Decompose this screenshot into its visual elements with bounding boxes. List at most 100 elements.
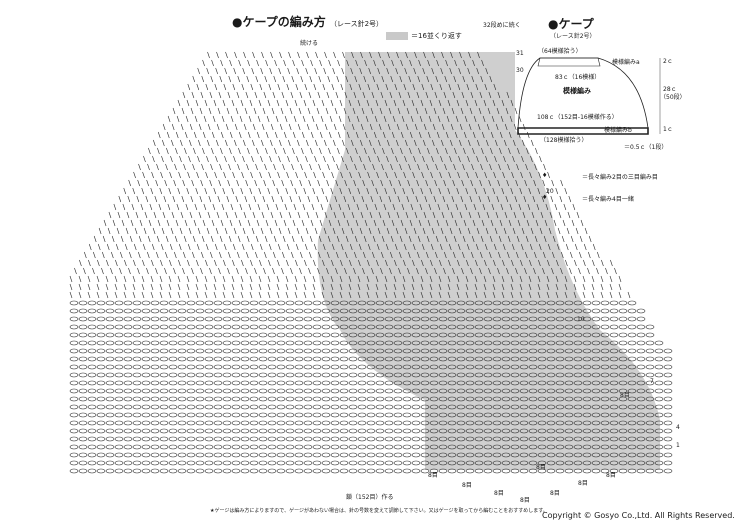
stitch-mark — [291, 251, 294, 259]
chain-loop — [168, 468, 178, 474]
chain-loop — [627, 308, 637, 314]
chain-loop — [582, 468, 592, 474]
chain-loop — [492, 388, 502, 394]
chain-loop — [195, 356, 205, 362]
stitch-mark — [243, 139, 246, 147]
chain-loop — [546, 308, 556, 314]
chain-loop — [231, 460, 241, 466]
stitch-mark — [268, 259, 271, 267]
chain-loop — [285, 460, 295, 466]
chain-loop — [654, 468, 664, 474]
chain-loop — [438, 420, 448, 426]
stitch-mark — [483, 283, 487, 291]
stitch-mark — [527, 203, 531, 211]
chain-loop — [177, 340, 187, 346]
stitch-mark — [267, 283, 271, 291]
chain-loop — [573, 324, 583, 330]
chain-loop — [303, 444, 313, 450]
stitch-mark — [468, 139, 471, 147]
stitch-mark — [93, 235, 97, 243]
chain-loop — [231, 356, 241, 362]
stitch-mark — [69, 283, 73, 291]
chain-loop — [564, 324, 574, 330]
stitch-mark — [148, 147, 151, 155]
chain-loop — [609, 316, 619, 322]
stitch-mark — [404, 227, 408, 235]
stitch-mark — [474, 283, 478, 291]
stitch-mark — [537, 187, 541, 195]
chain-loop — [537, 404, 547, 410]
stitch-mark — [444, 251, 447, 259]
chain-loop — [510, 316, 520, 322]
stitch-mark — [365, 203, 369, 211]
stitch-mark — [478, 107, 482, 115]
chain-loop — [177, 452, 187, 458]
stitch-mark — [485, 67, 488, 75]
stitch-mark — [237, 163, 240, 171]
stitch-mark — [307, 195, 311, 203]
chain-loop — [249, 388, 259, 394]
chain-loop — [483, 468, 493, 474]
stitch-mark — [354, 163, 357, 171]
chain-loop — [591, 444, 601, 450]
chain-loop — [303, 300, 313, 306]
schematic-subtitle: （レース針2号） — [550, 33, 596, 40]
stitch-mark — [338, 115, 342, 123]
stitch-mark — [299, 179, 302, 187]
chain-loop — [663, 388, 673, 394]
chain-loop — [312, 324, 322, 330]
chain-loop — [366, 452, 376, 458]
chain-loop — [195, 428, 205, 434]
stitch-mark — [337, 147, 340, 155]
chain-loop — [510, 308, 520, 314]
stitch-mark — [207, 139, 210, 147]
chain-loop — [330, 412, 340, 418]
stitch-mark — [444, 163, 447, 171]
chain-loop — [87, 348, 97, 354]
chain-loop — [438, 300, 448, 306]
stitch-mark — [167, 115, 171, 123]
chain-loop — [240, 300, 250, 306]
chain-loop — [420, 388, 430, 394]
stitch-mark — [189, 123, 193, 131]
stitch-mark — [433, 107, 437, 115]
stitch-count: 8目 — [536, 464, 546, 471]
stitch-mark — [211, 219, 215, 227]
stitch-mark — [350, 67, 353, 75]
stitch-mark — [175, 131, 179, 139]
stitch-mark — [387, 211, 391, 219]
chain-loop — [582, 436, 592, 442]
chain-loop — [168, 356, 178, 362]
chain-loop — [150, 356, 160, 362]
stitch-mark — [323, 155, 326, 163]
chain-loop — [276, 364, 286, 370]
chain-loop — [312, 396, 322, 402]
stitch-mark — [232, 171, 235, 179]
chain-loop — [267, 316, 277, 322]
stitch-count: 8目 — [578, 480, 588, 487]
row-note: ＝0.5ｃ（1段） — [624, 144, 668, 151]
stitch-mark — [201, 251, 204, 259]
chain-loop — [429, 404, 439, 410]
stitch-mark — [539, 155, 542, 163]
stitch-mark — [494, 155, 497, 163]
stitch-mark — [474, 275, 478, 283]
stitch-mark — [393, 187, 397, 195]
stitch-mark — [243, 123, 247, 131]
stitch-mark — [533, 179, 536, 187]
mid-count: 83ｃ（16模様） — [555, 74, 601, 81]
stitch-mark — [411, 187, 415, 195]
chain-loop — [204, 324, 214, 330]
stitch-mark — [213, 187, 217, 195]
stitch-mark — [395, 227, 399, 235]
chain-loop — [483, 364, 493, 370]
stitch-mark — [313, 259, 316, 267]
chain-loop — [402, 420, 412, 426]
stitch-mark — [394, 259, 397, 267]
stitch-mark — [376, 259, 379, 267]
chain-loop — [186, 436, 196, 442]
chain-loop — [177, 468, 187, 474]
stitch-mark — [189, 211, 193, 219]
stitch-mark — [200, 179, 203, 187]
chain-loop — [564, 340, 574, 346]
